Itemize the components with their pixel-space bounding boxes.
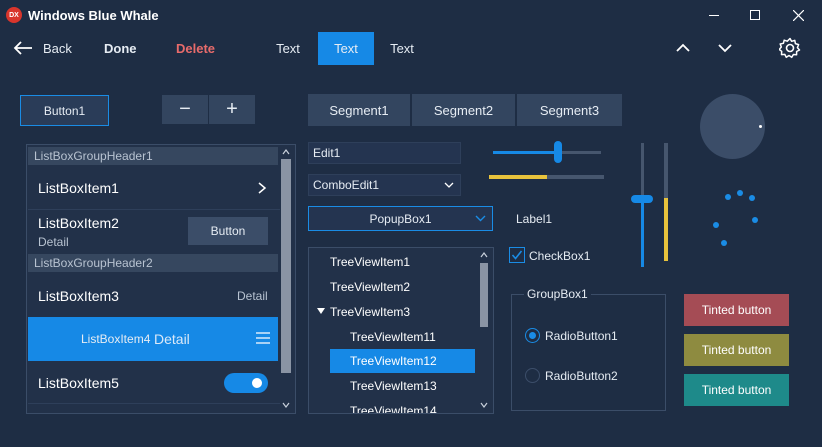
- tree-scroll-thumb[interactable]: [480, 263, 488, 327]
- listbox-item-5-toggle[interactable]: [224, 373, 268, 393]
- label1: Label1: [516, 212, 553, 226]
- title-bar: DX Windows Blue Whale: [0, 0, 822, 30]
- popup-box1[interactable]: PopupBox1: [308, 206, 493, 231]
- segment-3[interactable]: Segment3: [517, 94, 622, 126]
- tree-item-1[interactable]: TreeViewItem1: [330, 255, 411, 269]
- close-button[interactable]: [780, 0, 816, 30]
- popup-box1-value: PopupBox1: [369, 211, 432, 226]
- horizontal-slider[interactable]: [493, 141, 601, 163]
- rotary-knob[interactable]: [700, 94, 765, 159]
- listbox-item-3-detail: Detail: [237, 289, 268, 303]
- groupbox1: [511, 294, 666, 411]
- tree-item-2[interactable]: TreeViewItem2: [330, 280, 411, 294]
- drag-handle-icon[interactable]: [256, 332, 270, 344]
- combo-chevron-down-icon[interactable]: [444, 182, 454, 189]
- listbox-separator: [28, 209, 280, 210]
- done-button[interactable]: Done: [104, 41, 137, 56]
- tree-item-14[interactable]: TreeViewItem14: [350, 404, 437, 414]
- chevron-up-icon[interactable]: [675, 42, 691, 54]
- listbox: ListBoxGroupHeader1 ListBoxItem1 ListBox…: [26, 144, 296, 414]
- horizontal-slider-fill: [493, 151, 558, 154]
- listbox-item-4-detail: Detail: [154, 331, 190, 347]
- checkbox1-label: CheckBox1: [529, 249, 591, 263]
- maximize-button[interactable]: [737, 0, 773, 30]
- vertical-slider-thumb[interactable]: [631, 194, 653, 203]
- tree-item-12[interactable]: TreeViewItem12: [350, 354, 437, 368]
- radio-button-1[interactable]: [525, 328, 540, 343]
- vertical-slider-fill: [641, 198, 644, 267]
- horizontal-progress-fill: [489, 175, 547, 179]
- maximize-icon: [750, 10, 760, 20]
- horizontal-slider-thumb[interactable]: [553, 141, 562, 163]
- tree-view: TreeViewItem1 TreeViewItem2 TreeViewItem…: [308, 247, 494, 414]
- scroll-up-icon[interactable]: [480, 252, 488, 258]
- knob-indicator: [759, 125, 762, 128]
- listbox-item-5[interactable]: ListBoxItem5: [38, 375, 119, 391]
- expand-arrow-icon[interactable]: [317, 308, 325, 314]
- radio-button-2-label: RadioButton2: [545, 369, 618, 383]
- tree-item-11[interactable]: TreeViewItem11: [350, 330, 436, 344]
- listbox-item-3[interactable]: ListBoxItem3: [38, 288, 119, 304]
- scroll-down-icon[interactable]: [480, 402, 488, 408]
- activity-indicator-icon: [713, 190, 758, 246]
- back-label: Back: [43, 41, 72, 56]
- tree-item-13[interactable]: TreeViewItem13: [350, 379, 437, 393]
- chevron-right-icon: [258, 182, 267, 194]
- tinted-button-red[interactable]: Tinted button: [684, 294, 789, 326]
- scroll-up-icon[interactable]: [282, 149, 290, 155]
- gear-icon[interactable]: [779, 37, 801, 59]
- tab-text-2[interactable]: Text: [318, 32, 374, 65]
- horizontal-progress: [489, 175, 604, 179]
- listbox-item-4-row[interactable]: ListBoxItem4 Detail: [28, 317, 278, 361]
- tab-text-1[interactable]: Text: [276, 41, 300, 56]
- tinted-button-olive[interactable]: Tinted button: [684, 334, 789, 366]
- listbox-item-2-button[interactable]: Button: [188, 217, 268, 245]
- vertical-progress-fill: [664, 198, 668, 261]
- combo-edit1-value: ComboEdit1: [313, 178, 380, 192]
- vertical-slider[interactable]: [631, 143, 653, 267]
- back-arrow-icon: [13, 41, 32, 55]
- segment-2[interactable]: Segment2: [412, 94, 515, 126]
- increment-button[interactable]: +: [209, 95, 255, 124]
- listbox-scrollbar[interactable]: [281, 145, 291, 413]
- edit1-field[interactable]: Edit1: [308, 142, 461, 164]
- tree-scrollbar[interactable]: [479, 248, 489, 413]
- tab-text-3[interactable]: Text: [390, 41, 414, 56]
- chevron-down-icon[interactable]: [717, 42, 733, 54]
- listbox-separator: [28, 403, 280, 404]
- checkbox1[interactable]: [509, 247, 525, 263]
- scroll-down-icon[interactable]: [282, 402, 290, 408]
- segment-1[interactable]: Segment1: [308, 94, 410, 126]
- listbox-item-4: ListBoxItem4: [81, 332, 151, 346]
- minimize-button[interactable]: [696, 0, 732, 30]
- app-logo: DX: [6, 7, 22, 23]
- close-icon: [792, 9, 804, 21]
- tree-item-3[interactable]: TreeViewItem3: [330, 305, 411, 319]
- popup-chevron-down-icon: [475, 215, 486, 222]
- checkmark-icon: [511, 250, 523, 260]
- listbox-group-header-2: ListBoxGroupHeader2: [28, 254, 278, 272]
- minimize-icon: [709, 14, 719, 16]
- radio-button-2[interactable]: [525, 368, 540, 383]
- combo-edit1[interactable]: ComboEdit1: [308, 174, 461, 196]
- radio-dot: [529, 332, 536, 339]
- listbox-item-1[interactable]: ListBoxItem1: [38, 180, 119, 196]
- groupbox1-title: GroupBox1: [524, 287, 591, 301]
- delete-button[interactable]: Delete: [176, 41, 216, 56]
- tinted-button-teal[interactable]: Tinted button: [684, 374, 789, 406]
- radio-button-1-label: RadioButton1: [545, 329, 618, 343]
- toggle-knob: [252, 378, 262, 388]
- listbox-scroll-thumb[interactable]: [281, 159, 291, 373]
- button1[interactable]: Button1: [20, 95, 109, 126]
- tree-item-selected-highlight: [330, 349, 475, 373]
- listbox-item-2[interactable]: ListBoxItem2: [38, 215, 119, 231]
- window-title: Windows Blue Whale: [28, 8, 159, 23]
- decrement-button[interactable]: −: [162, 95, 208, 124]
- vertical-progress: [664, 143, 668, 261]
- listbox-item-2-detail: Detail: [38, 235, 69, 249]
- listbox-group-header-1: ListBoxGroupHeader1: [28, 147, 278, 165]
